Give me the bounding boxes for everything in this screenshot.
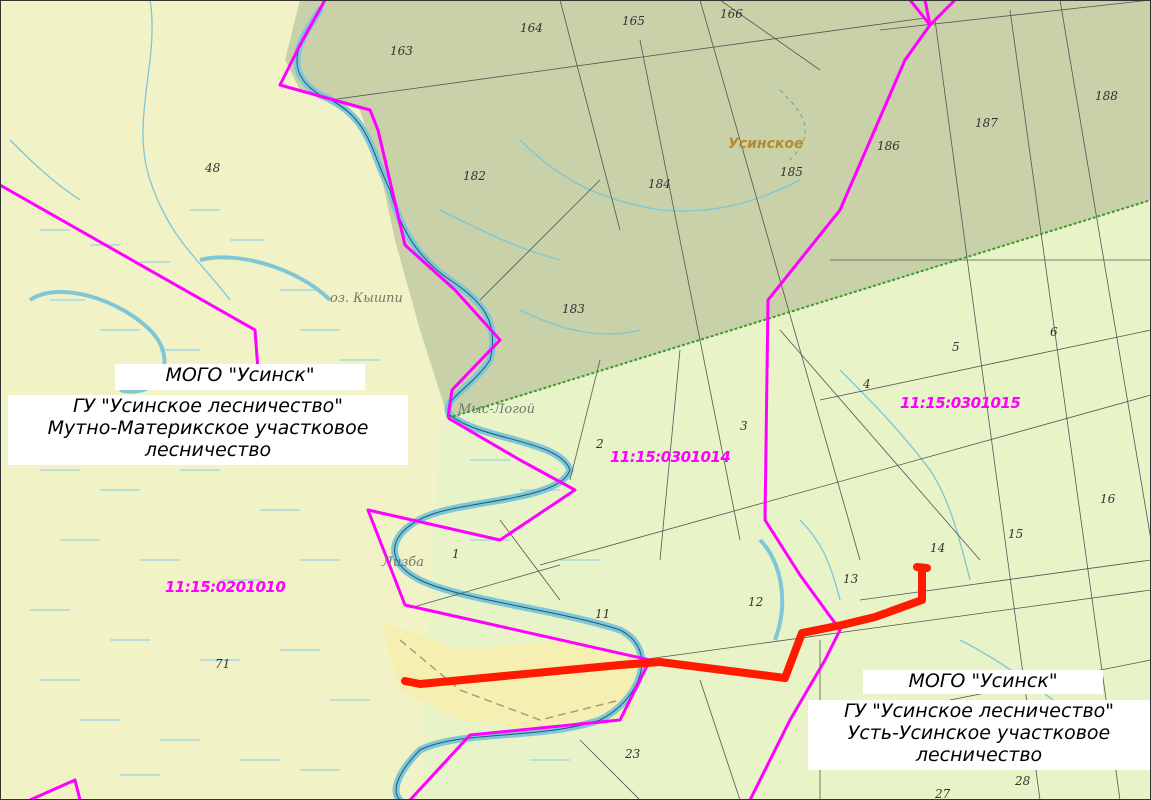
cadastral-number-2: 11:15:0301014	[610, 448, 730, 466]
cadastral-number-1: 11:15:0201010	[165, 578, 285, 596]
dashed-track-2	[779, 89, 806, 161]
label-left-header: МОГО "Усинск"	[115, 364, 365, 390]
label-left-line4: лесничество	[144, 439, 272, 461]
quarter-6: 6	[1050, 325, 1058, 339]
quarter-184: 184	[648, 177, 671, 191]
quarter-27: 27	[934, 787, 951, 800]
lake-label: оз. Кышпи	[330, 291, 403, 306]
quarter-166: 166	[720, 7, 743, 21]
label-left-line2: ГУ "Усинское лесничество"	[72, 395, 344, 417]
quarter-183: 183	[562, 302, 585, 316]
marsh-hatching	[30, 209, 600, 776]
quarter-163: 163	[390, 44, 413, 58]
quarter-1: 1	[452, 547, 460, 561]
quarter-11: 11	[595, 607, 610, 621]
quarter-3: 3	[740, 419, 748, 433]
zone-upper-forest	[285, 0, 1151, 418]
label-right-header: МОГО "Усинск"	[863, 670, 1103, 694]
quarter-186: 186	[877, 139, 900, 153]
label-left-body: ГУ "Усинское лесничество" Мутно-Материкс…	[8, 395, 408, 465]
village-label-2: Лизба	[381, 555, 424, 570]
quarter-14: 14	[930, 541, 945, 555]
quarter-28: 28	[1014, 774, 1031, 788]
label-left-line1: МОГО "Усинск"	[165, 364, 315, 386]
village-label-1: Мыс-Логой	[457, 402, 535, 417]
quarter-5: 5	[952, 340, 960, 354]
quarter-4: 4	[862, 377, 871, 391]
quarter-16: 16	[1100, 492, 1116, 506]
label-right-body: ГУ "Усинское лесничество" Усть-Усинское …	[808, 700, 1150, 770]
label-left-line3: Мутно-Материкское участковое	[47, 417, 369, 439]
cadastral-number-3: 11:15:0301015	[900, 394, 1020, 412]
town-label: Усинское	[728, 136, 804, 152]
dashed-track	[399, 639, 621, 721]
quarter-188: 188	[1095, 89, 1118, 103]
quarter-165: 165	[622, 14, 645, 28]
label-right-line3: Усть-Усинское участковое	[847, 722, 1111, 744]
quarter-187: 187	[975, 116, 998, 130]
quarter-71: 71	[215, 657, 230, 671]
quarter-164: 164	[520, 21, 543, 35]
label-right-line1: МОГО "Усинск"	[908, 670, 1058, 692]
route-line	[401, 563, 931, 688]
quarter-23: 23	[624, 747, 641, 761]
quarter-182: 182	[463, 169, 486, 183]
streams	[9, 0, 1081, 721]
quarter-2: 2	[595, 437, 604, 451]
label-right-line2: ГУ "Усинское лесничество"	[843, 700, 1115, 722]
quarter-numbers: 48 71 163 164 165 166 182 183 184 185 18…	[204, 7, 1118, 800]
quarter-15: 15	[1008, 527, 1023, 541]
label-right-line4: лесничество	[915, 744, 1043, 766]
quarter-13: 13	[843, 572, 859, 586]
forestry-boundaries	[0, 0, 957, 800]
quarter-48: 48	[204, 161, 221, 175]
dotted-boundary	[447, 199, 1151, 419]
quarter-185: 185	[780, 165, 803, 179]
quarter-12: 12	[748, 595, 763, 609]
